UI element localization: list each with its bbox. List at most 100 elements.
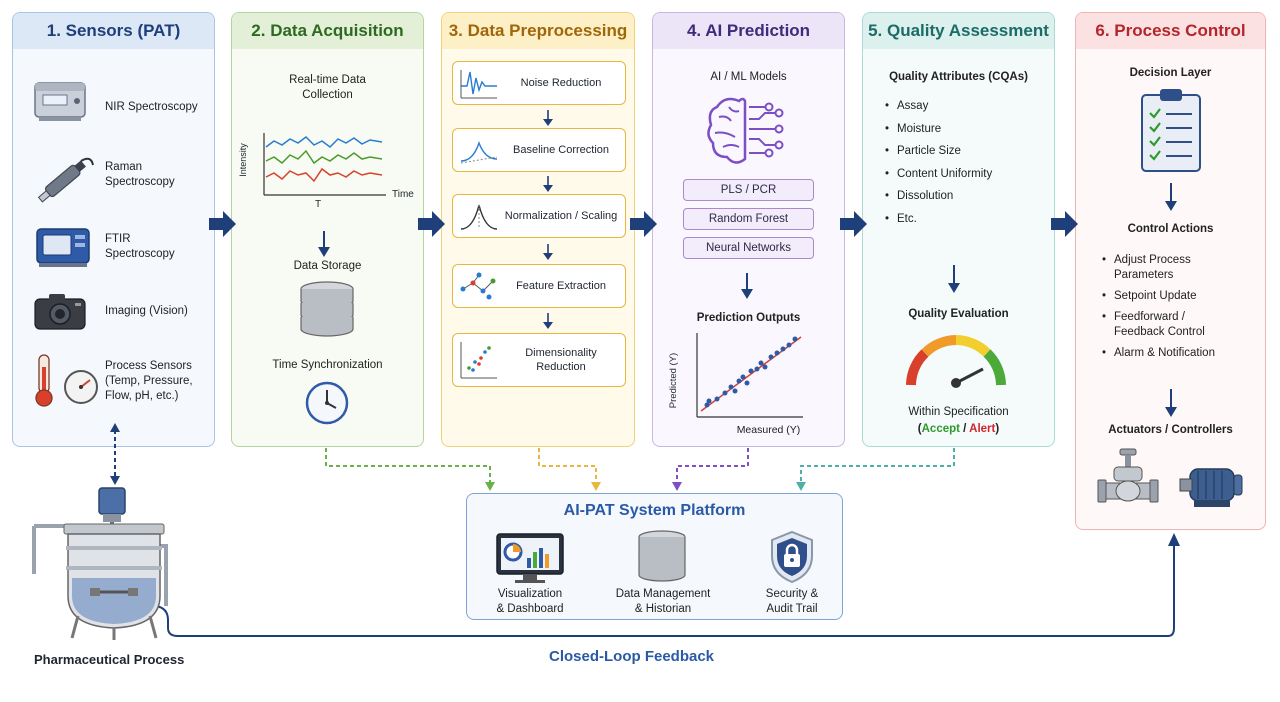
quality-platform-connector: [800, 448, 955, 484]
arrow-right-icon: [209, 211, 236, 237]
step-label: Noise Reduction: [520, 77, 602, 89]
accept-alert-label: (Accept / Alert): [863, 422, 1054, 437]
step-label: Baseline Correction: [513, 144, 609, 156]
sensor-nir-label: NIR Spectroscopy: [105, 101, 198, 113]
control-action-item: Setpoint Update: [1100, 289, 1215, 304]
stage-title: 4. AI Prediction: [653, 13, 844, 49]
within-spec-label: Within Specification: [908, 406, 1009, 418]
pred-x-axis-label: Measured (Y): [736, 424, 801, 436]
step-normalization: Normalization / Scaling: [452, 194, 626, 238]
closed-loop-feedback-line: [155, 544, 1175, 637]
cqa-item: Dissolution: [883, 189, 992, 204]
arrow-right-icon: [840, 211, 867, 237]
pharmaceutical-reactor-icon: [32, 487, 168, 640]
model-random-forest: Random Forest: [683, 208, 814, 230]
stage-title: 5. Quality Assessment: [863, 13, 1054, 49]
ai-brain-icon: [707, 97, 784, 164]
step-label: Feature Extraction: [516, 280, 606, 292]
thermometer-gauge-icon: [35, 354, 98, 407]
control-actions-list: Adjust Process Parameters Setpoint Updat…: [1100, 253, 1215, 361]
scatter-reduction-icon: [460, 342, 497, 379]
stage-sensors: 1. Sensors (PAT) NIR Spectroscopy Raman …: [12, 12, 215, 447]
separator: /: [959, 423, 970, 435]
down-arrow-icon: [948, 265, 960, 293]
cqa-item: Etc.: [883, 212, 992, 227]
database-icon: [638, 530, 686, 582]
baseline-curve-icon: [460, 140, 498, 164]
pharmaceutical-process-label: Pharmaceutical Process: [34, 652, 185, 667]
down-arrow-icon: [543, 176, 553, 192]
prediction-scatter-chart: [696, 333, 803, 418]
down-arrow-icon: [543, 110, 553, 126]
step-label: Normalization / Scaling: [504, 210, 618, 222]
control-action-item: Adjust Process Parameters: [1100, 253, 1215, 283]
control-actions-title: Control Actions: [1127, 223, 1214, 235]
accept-label: Accept: [921, 423, 960, 435]
sensor-ftir-label: FTIR Spectroscopy: [105, 233, 175, 260]
sensor-process-label: Process Sensors (Temp, Pressure, Flow, p…: [105, 360, 193, 402]
platform-data-management-label: Data Management & Historian: [615, 588, 711, 615]
platform-visualization-label: Visualization & Dashboard: [496, 588, 564, 615]
down-arrow-icon: [543, 244, 553, 260]
cqa-item: Content Uniformity: [883, 167, 992, 182]
time-sync-label: Time Synchronization: [272, 359, 383, 371]
arrow-right-icon: [630, 211, 657, 237]
step-noise-reduction: Noise Reduction: [452, 61, 626, 105]
down-arrow-icon: [318, 231, 330, 257]
step-feature-extraction: Feature Extraction: [452, 264, 626, 308]
step-label: Dimensionality Reduction: [525, 347, 597, 373]
bell-curve-icon: [460, 204, 498, 230]
dashboard-monitor-icon: [496, 533, 564, 583]
preprocessing-platform-connector: [538, 448, 597, 484]
data-storage-label: Data Storage: [293, 260, 362, 272]
prediction-platform-connector: [676, 448, 749, 484]
paren-open: (: [917, 423, 922, 435]
platform-security-label: Security & Audit Trail: [765, 588, 819, 615]
platform-title: AI-PAT System Platform: [563, 502, 746, 519]
quality-eval-title: Quality Evaluation: [908, 308, 1009, 320]
camera-icon: [34, 294, 86, 330]
paren-close: ): [995, 423, 1000, 435]
database-icon: [300, 281, 354, 337]
x-axis-label: Time: [392, 189, 414, 200]
stage-title: 1. Sensors (PAT): [13, 13, 214, 49]
step-dimensionality-reduction: Dimensionality Reduction: [452, 333, 626, 387]
noise-wave-icon: [460, 70, 497, 99]
alert-label: Alert: [969, 423, 996, 435]
stage-quality-assessment: 5. Quality Assessment Quality Attributes…: [862, 12, 1055, 447]
clock-icon: [305, 381, 349, 425]
down-arrow-icon: [1165, 183, 1177, 211]
stage-preprocessing: 3. Data Preprocessing Noise Reduction Ba…: [441, 12, 635, 447]
cqa-list: Assay Moisture Particle Size Content Uni…: [883, 99, 992, 227]
actuators-title: Actuators / Controllers: [1108, 424, 1233, 436]
arrow-up-icon: [1168, 533, 1180, 546]
electric-motor-icon: [1179, 468, 1243, 507]
cqa-title: Quality Attributes (CQAs): [889, 71, 1028, 83]
down-arrow-icon: [543, 313, 553, 329]
stage-title: 3. Data Preprocessing: [442, 13, 634, 49]
signal-chart: [263, 133, 386, 196]
security-shield-icon: [771, 530, 813, 584]
feature-nodes-icon: [460, 272, 496, 300]
sensor-raman-label: Raman Spectroscopy: [105, 161, 175, 188]
x-axis-mark: T: [315, 199, 322, 210]
arrow-right-icon: [418, 211, 445, 237]
arrow-right-icon: [1051, 211, 1078, 237]
outputs-title: Prediction Outputs: [696, 312, 801, 324]
quality-gauge-icon: [906, 335, 1006, 388]
valve-icon: [1097, 448, 1159, 503]
sensor-imaging-label: Imaging (Vision): [105, 305, 188, 317]
nir-spectrometer-icon: [34, 82, 86, 121]
raman-probe-icon: [37, 157, 94, 203]
model-neural-networks: Neural Networks: [683, 237, 814, 259]
control-action-item: Feedforward / Feedback Control: [1100, 310, 1215, 340]
closed-loop-feedback-label: Closed-Loop Feedback: [549, 648, 715, 665]
stage-data-acquisition: 2. Data Acquisition Real-time Data Colle…: [231, 12, 424, 447]
cqa-item: Particle Size: [883, 144, 992, 159]
models-title: AI / ML Models: [710, 71, 787, 83]
clipboard-checklist-icon: [1141, 89, 1201, 172]
stage-ai-prediction: 4. AI Prediction AI / ML Models PLS / PC…: [652, 12, 845, 447]
model-pls-pcr: PLS / PCR: [683, 179, 814, 201]
stage-title: 2. Data Acquisition: [232, 13, 423, 49]
